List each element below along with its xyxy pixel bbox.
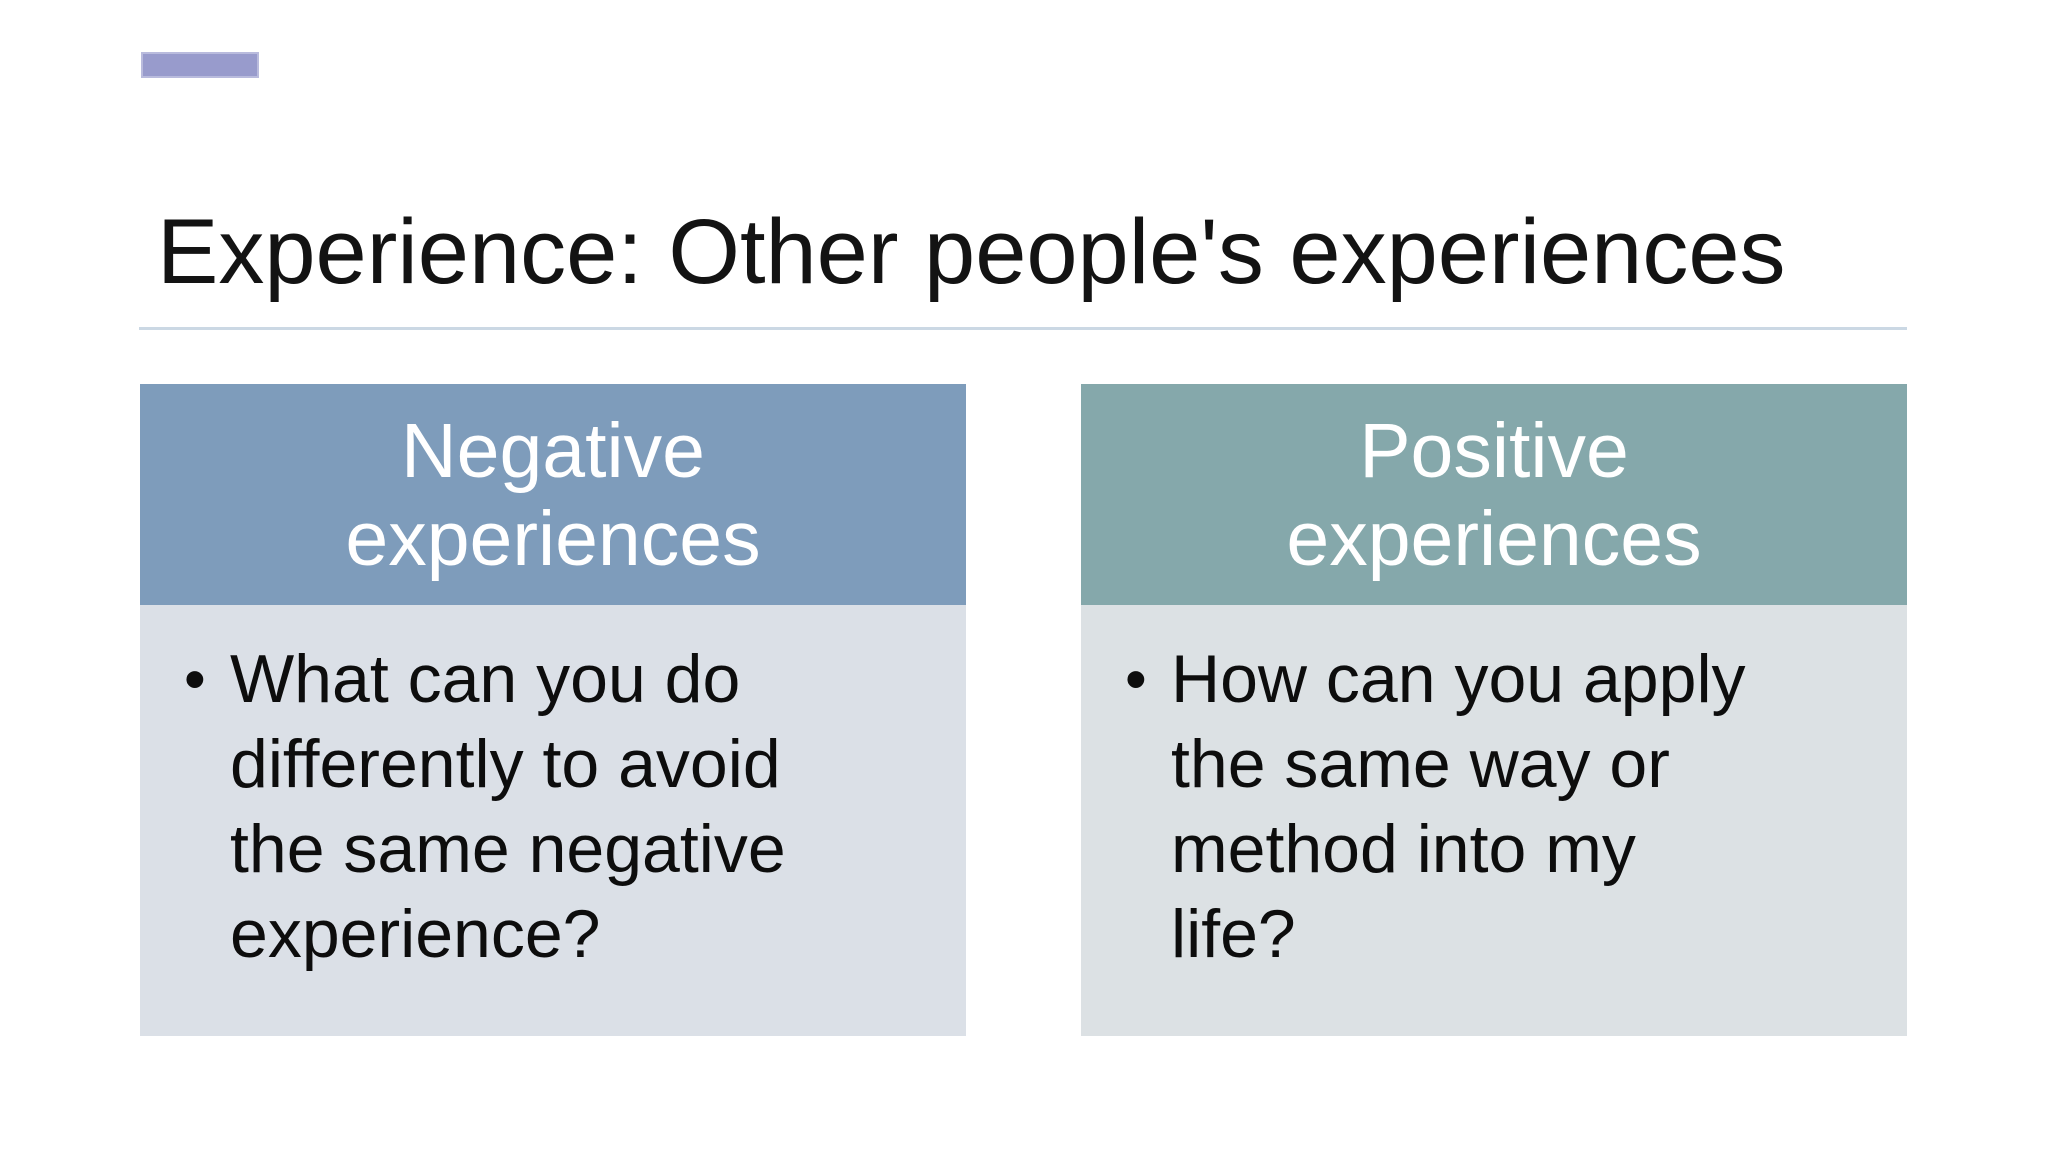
- negative-header-line-1: Negative: [401, 407, 705, 494]
- negative-bullet-text: What can you do differently to avoid the…: [230, 637, 938, 977]
- positive-experiences-header: Positive experiences: [1081, 384, 1907, 605]
- negative-bullet-item: • What can you do differently to avoid t…: [184, 637, 938, 977]
- negative-header-line-2: experiences: [345, 495, 761, 582]
- title-divider-rule: [139, 327, 1907, 330]
- positive-body-line-4: life?: [1171, 896, 1296, 972]
- negative-experiences-body: • What can you do differently to avoid t…: [140, 605, 966, 1036]
- positive-body-line-3: method into my: [1171, 811, 1636, 887]
- negative-body-line-2: differently to avoid: [230, 726, 781, 802]
- positive-body-line-1: How can you apply: [1171, 641, 1746, 717]
- positive-body-line-2: the same way or: [1171, 726, 1670, 802]
- bullet-icon: •: [1125, 645, 1147, 714]
- negative-body-line-4: experience?: [230, 896, 601, 972]
- negative-experiences-panel: Negative experiences • What can you do d…: [140, 384, 966, 1036]
- slide-title: Experience: Other people's experiences: [157, 201, 1786, 303]
- accent-bar: [141, 52, 259, 78]
- positive-header-line-2: experiences: [1286, 495, 1702, 582]
- bullet-icon: •: [184, 645, 206, 714]
- positive-experiences-panel: Positive experiences • How can you apply…: [1081, 384, 1907, 1036]
- positive-bullet-item: • How can you apply the same way or meth…: [1125, 637, 1879, 977]
- positive-bullet-text: How can you apply the same way or method…: [1171, 637, 1879, 977]
- negative-body-line-3: the same negative: [230, 811, 786, 887]
- negative-body-line-1: What can you do: [230, 641, 741, 717]
- positive-header-line-1: Positive: [1359, 407, 1629, 494]
- negative-experiences-header: Negative experiences: [140, 384, 966, 605]
- positive-experiences-body: • How can you apply the same way or meth…: [1081, 605, 1907, 1036]
